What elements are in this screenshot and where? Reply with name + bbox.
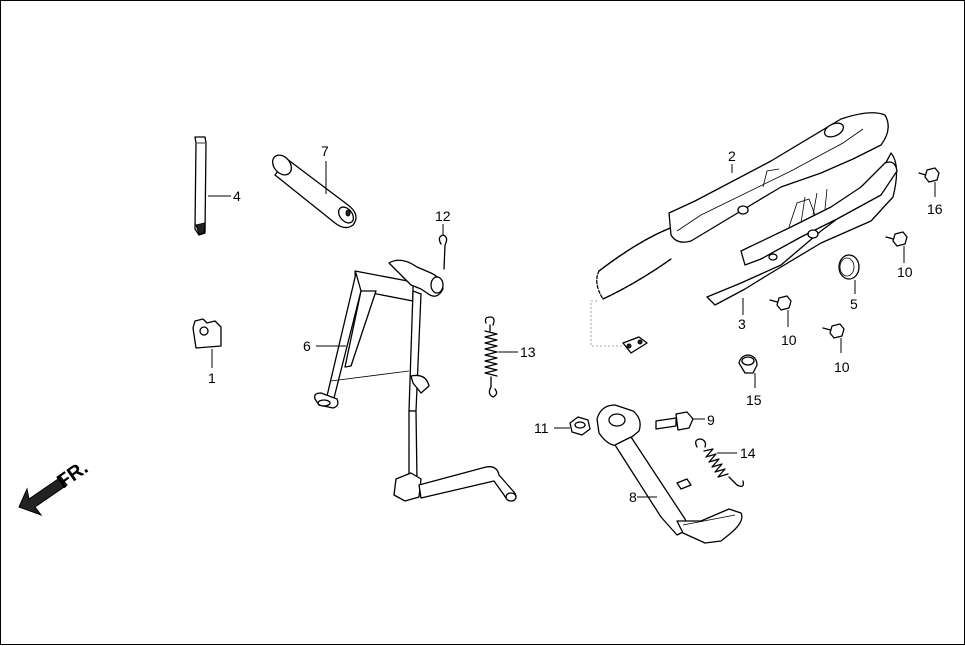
part-3-chain-case-lower: 3: [706, 152, 898, 332]
part-2-chain-case-upper: 2: [668, 112, 889, 243]
part-6-main-stand: 6: [303, 259, 517, 502]
part-10-bolt-c: 10: [822, 323, 850, 375]
part-16-bolt: 16: [918, 167, 943, 217]
part-7-stand-pin: 7: [271, 143, 357, 229]
callout-5: 5: [850, 296, 858, 312]
part-1-stopper: 1: [192, 318, 222, 386]
drive-chain: [590, 226, 674, 354]
part-4-pivot-shaft: 4: [194, 136, 241, 236]
callout-1: 1: [208, 370, 216, 386]
part-12-cotter-pin: 12: [435, 208, 451, 270]
callout-10-b: 10: [781, 332, 797, 348]
callout-8: 8: [629, 489, 637, 505]
callout-14: 14: [740, 445, 756, 461]
part-10-bolt-b: 10: [769, 295, 797, 348]
part-13-stand-spring: 13: [484, 316, 536, 398]
part-14-side-stand-spring: 14: [695, 438, 756, 487]
callout-2: 2: [728, 148, 736, 164]
part-9-pivot-bolt: 9: [655, 411, 715, 431]
front-direction-arrow: FR.: [18, 457, 92, 517]
callout-10-c: 10: [834, 359, 850, 375]
callout-10-a: 10: [897, 264, 913, 280]
callout-3: 3: [738, 316, 746, 332]
part-11-nut: 11: [534, 416, 591, 436]
callout-7: 7: [321, 143, 329, 159]
part-10-bolt-a: 10: [885, 231, 913, 280]
callout-9: 9: [707, 412, 715, 428]
callout-11: 11: [534, 420, 549, 436]
callout-15: 15: [746, 392, 762, 408]
callout-12: 12: [435, 208, 451, 224]
part-8-side-stand: 8: [596, 404, 743, 544]
callout-4: 4: [233, 188, 241, 204]
callout-13: 13: [520, 344, 536, 360]
callout-16: 16: [927, 201, 943, 217]
part-15-collar: 15: [738, 354, 762, 408]
part-5-rubber-cap: 5: [838, 254, 860, 312]
callout-6: 6: [303, 338, 311, 354]
